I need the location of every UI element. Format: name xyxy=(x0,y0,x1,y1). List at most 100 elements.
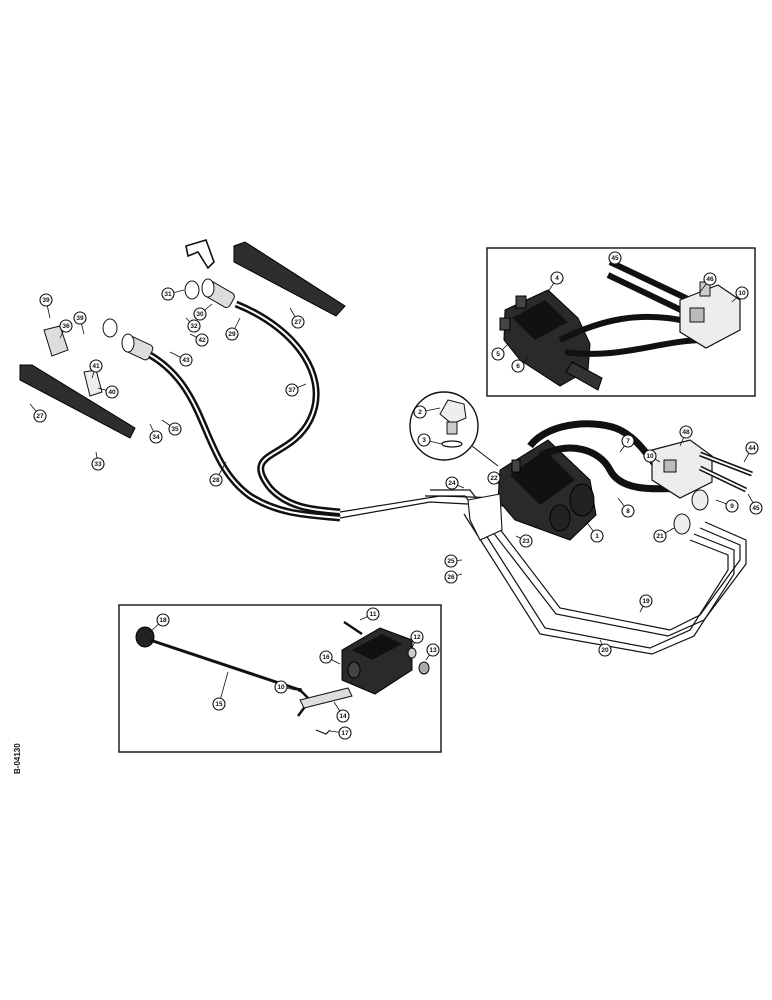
callout-circle xyxy=(105,385,119,399)
callout-circle xyxy=(491,347,505,361)
callout-c41a: 41 xyxy=(89,359,103,373)
detail-circle xyxy=(409,391,479,461)
callout-c34: 34 xyxy=(149,430,163,444)
callout-number: 37 xyxy=(288,387,296,394)
control-rod-15 xyxy=(149,638,301,692)
callout-number: 19 xyxy=(642,598,650,605)
callout-number: 45 xyxy=(611,255,619,262)
detail-leader xyxy=(471,445,499,467)
callout-circle xyxy=(149,430,163,444)
callout-circle xyxy=(168,422,182,436)
callout-circle xyxy=(426,643,440,657)
callout-circle xyxy=(749,501,763,515)
inset-remote-block xyxy=(679,281,741,349)
callout-circle xyxy=(193,307,207,321)
callout-number: 4 xyxy=(555,275,559,282)
callout-circle xyxy=(511,359,525,373)
drawing-number: B-04130 xyxy=(13,743,22,774)
callout-circle xyxy=(338,726,352,740)
callout-circle xyxy=(410,630,424,644)
callout-circle xyxy=(291,315,305,329)
callout-number: 9 xyxy=(730,503,734,510)
callout-number: 40 xyxy=(108,389,116,396)
callout-c2: 2 xyxy=(413,405,427,419)
callout-number: 39 xyxy=(76,315,84,322)
callout-c18: 18 xyxy=(156,613,170,627)
callout-number: 23 xyxy=(522,538,530,545)
callout-circle xyxy=(285,383,299,397)
callout-c39b: 39 xyxy=(73,311,87,325)
callout-number: 46 xyxy=(706,276,714,283)
cotter-pin-17 xyxy=(315,729,331,735)
callout-c33: 33 xyxy=(91,457,105,471)
callout-number: 33 xyxy=(94,461,102,468)
callout-number: 1 xyxy=(595,533,599,540)
callout-circle xyxy=(598,643,612,657)
dust-cap-31 xyxy=(184,280,200,300)
pipe-20-outer xyxy=(463,513,735,655)
callout-circle xyxy=(39,293,53,307)
callout-number: 13 xyxy=(429,647,437,654)
callout-number: 21 xyxy=(656,533,664,540)
mounting-plate-left xyxy=(19,364,136,439)
callout-c26: 26 xyxy=(444,570,458,584)
callout-labels: 3936394140273334353130293242432728374564… xyxy=(33,251,763,740)
callout-circle xyxy=(187,319,201,333)
callout-number: 7 xyxy=(626,438,630,445)
callout-c27b: 27 xyxy=(291,315,305,329)
callout-c37: 37 xyxy=(285,383,299,397)
callout-number: 44 xyxy=(748,445,756,452)
callout-c13: 13 xyxy=(426,643,440,657)
bolt-11 xyxy=(343,620,363,636)
callout-c21: 21 xyxy=(653,529,667,543)
lever-link-14 xyxy=(299,687,353,709)
callout-c8: 8 xyxy=(621,504,635,518)
callout-circle xyxy=(745,441,759,455)
callout-c5: 5 xyxy=(491,347,505,361)
callout-number: 41 xyxy=(92,363,100,370)
elbow-fitting-21 xyxy=(673,513,691,535)
callout-number: 32 xyxy=(190,323,198,330)
callout-number: 17 xyxy=(341,730,349,737)
callout-circle xyxy=(519,534,533,548)
callout-circle xyxy=(445,476,459,490)
callout-c10b: 10 xyxy=(274,680,288,694)
inset-hose-d xyxy=(606,272,687,315)
hose-8 xyxy=(538,444,681,493)
mounting-plate-upper xyxy=(233,241,346,317)
callout-number: 36 xyxy=(62,323,70,330)
callout-circle xyxy=(621,504,635,518)
callout-c1: 1 xyxy=(590,529,604,543)
callout-c29: 29 xyxy=(225,327,239,341)
callout-number: 35 xyxy=(171,426,179,433)
callout-c3: 3 xyxy=(417,433,431,447)
callout-number: 45 xyxy=(752,505,760,512)
callout-number: 10 xyxy=(738,290,746,297)
callout-c25: 25 xyxy=(444,554,458,568)
washer-18 xyxy=(298,688,302,692)
callout-number: 48 xyxy=(682,429,690,436)
callout-circle xyxy=(195,333,209,347)
fitting-detail xyxy=(439,399,467,448)
callout-circle xyxy=(366,607,380,621)
callout-number: 10 xyxy=(646,453,654,460)
callout-c46: 46 xyxy=(703,272,717,286)
callout-circle xyxy=(59,319,73,333)
mounting-bracket-22 xyxy=(467,493,503,541)
callout-circle xyxy=(444,554,458,568)
callout-number: 28 xyxy=(212,477,220,484)
callout-number: 43 xyxy=(182,357,190,364)
callout-circle xyxy=(487,471,501,485)
callout-c4: 4 xyxy=(550,271,564,285)
callout-number: 14 xyxy=(339,713,347,720)
callout-number: 2 xyxy=(418,409,422,416)
callout-c14: 14 xyxy=(336,709,350,723)
callout-c43: 43 xyxy=(179,353,193,367)
callout-number: 22 xyxy=(490,475,498,482)
callout-circle xyxy=(444,570,458,584)
lever-knob xyxy=(135,626,155,648)
callout-c20: 20 xyxy=(598,643,612,657)
callout-number: 25 xyxy=(447,558,455,565)
callout-circle xyxy=(156,613,170,627)
